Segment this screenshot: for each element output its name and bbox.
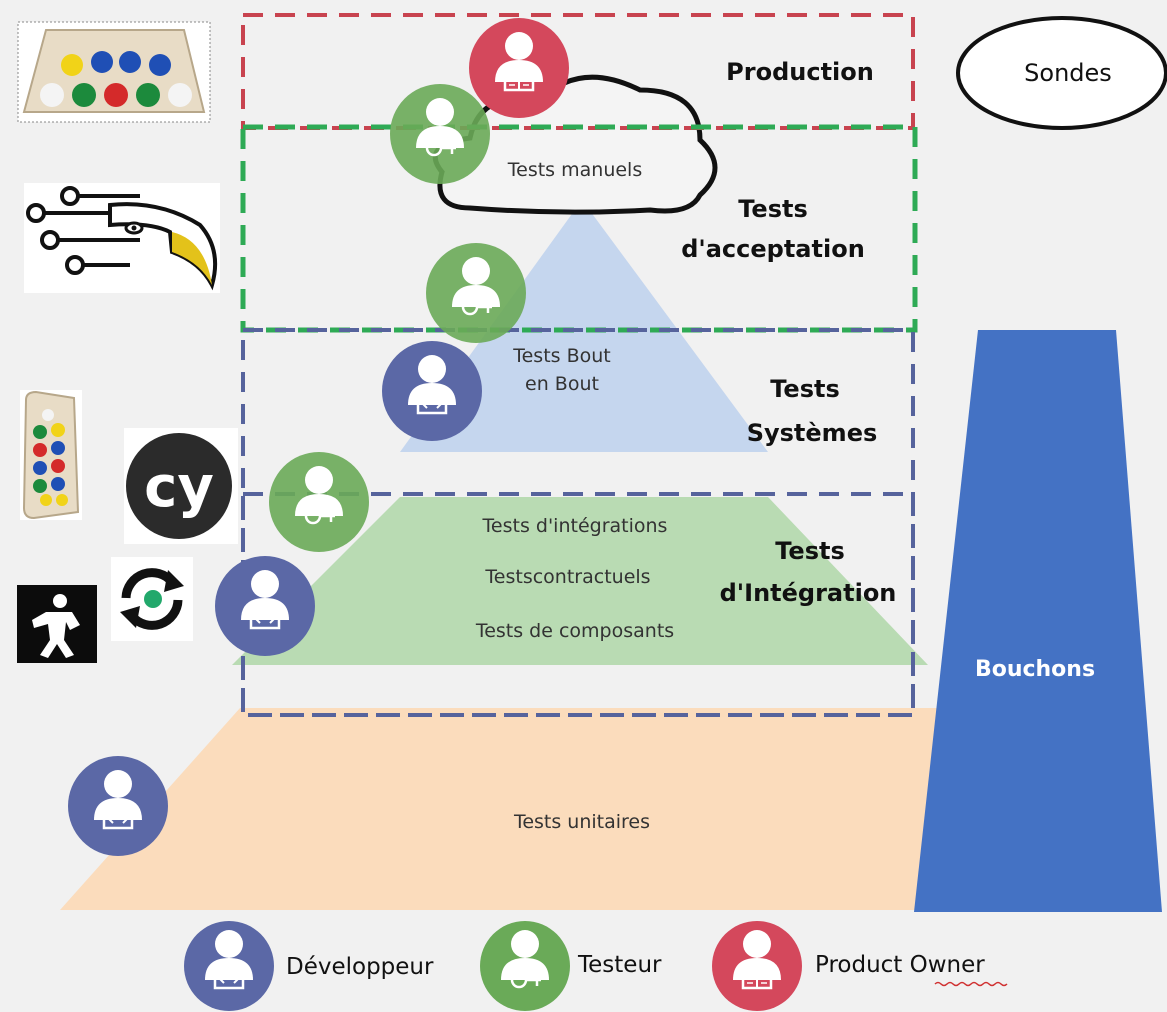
karate-logo-icon [17,585,97,663]
production-label: Production [726,58,874,86]
systems-label-line1: Tests [770,375,840,403]
sync-cycle-icon [111,557,193,641]
legend-developer-label: Développeur [286,954,434,980]
developer-avatar-systems [382,341,482,441]
tester-avatar-acceptance-top [390,84,490,184]
e2e-label-line2: en Bout [525,373,599,395]
cypress-logo-text: cy [144,455,214,520]
spellcheck-underline [934,981,1008,987]
tester-avatar-integration [269,452,369,552]
developer-avatar-integration [215,556,315,656]
legend-tester-icon [480,921,570,1011]
mastermind-board-icon [17,21,211,123]
integration-label-line2: d'Intégration [720,579,897,607]
cypress-logo-icon: cy [124,428,238,544]
unit-tests-layer [60,708,960,910]
integration-item-1: Tests d'intégrations [482,515,668,537]
bouchons-label: Bouchons [975,657,1095,682]
unit-tests-label: Tests unitaires [513,811,650,833]
integration-item-3: Tests de composants [475,620,674,642]
legend-developer-icon [184,921,274,1011]
bouchons-shape [914,330,1162,912]
integration-layer [232,497,928,665]
systems-label-line2: Systèmes [747,419,878,447]
sondes-ellipse [956,16,1167,130]
e2e-label-line1: Tests Bout [512,345,611,367]
integration-label-line1: Tests [775,537,845,565]
tester-avatar-acceptance [426,243,526,343]
production-zone [241,13,915,130]
acceptance-zone [240,124,918,333]
acceptance-label-line1: Tests [738,195,808,223]
legend-tester-label: Testeur [577,952,662,978]
eagle-eye-logo-icon [24,183,220,293]
product-owner-avatar [469,18,569,118]
legend-product-owner-icon [712,921,802,1011]
acceptance-label-line2: d'acceptation [681,235,865,263]
integration-item-2: Testscontractuels [484,566,650,588]
developer-avatar-unit [68,756,168,856]
legend-product-owner-label: Product Owner [815,952,985,978]
end-to-end-triangle [400,200,768,452]
sondes-label: Sondes [1024,59,1112,87]
mastermind-vertical-icon [20,390,82,520]
cloud-label: Tests manuels [507,159,642,181]
